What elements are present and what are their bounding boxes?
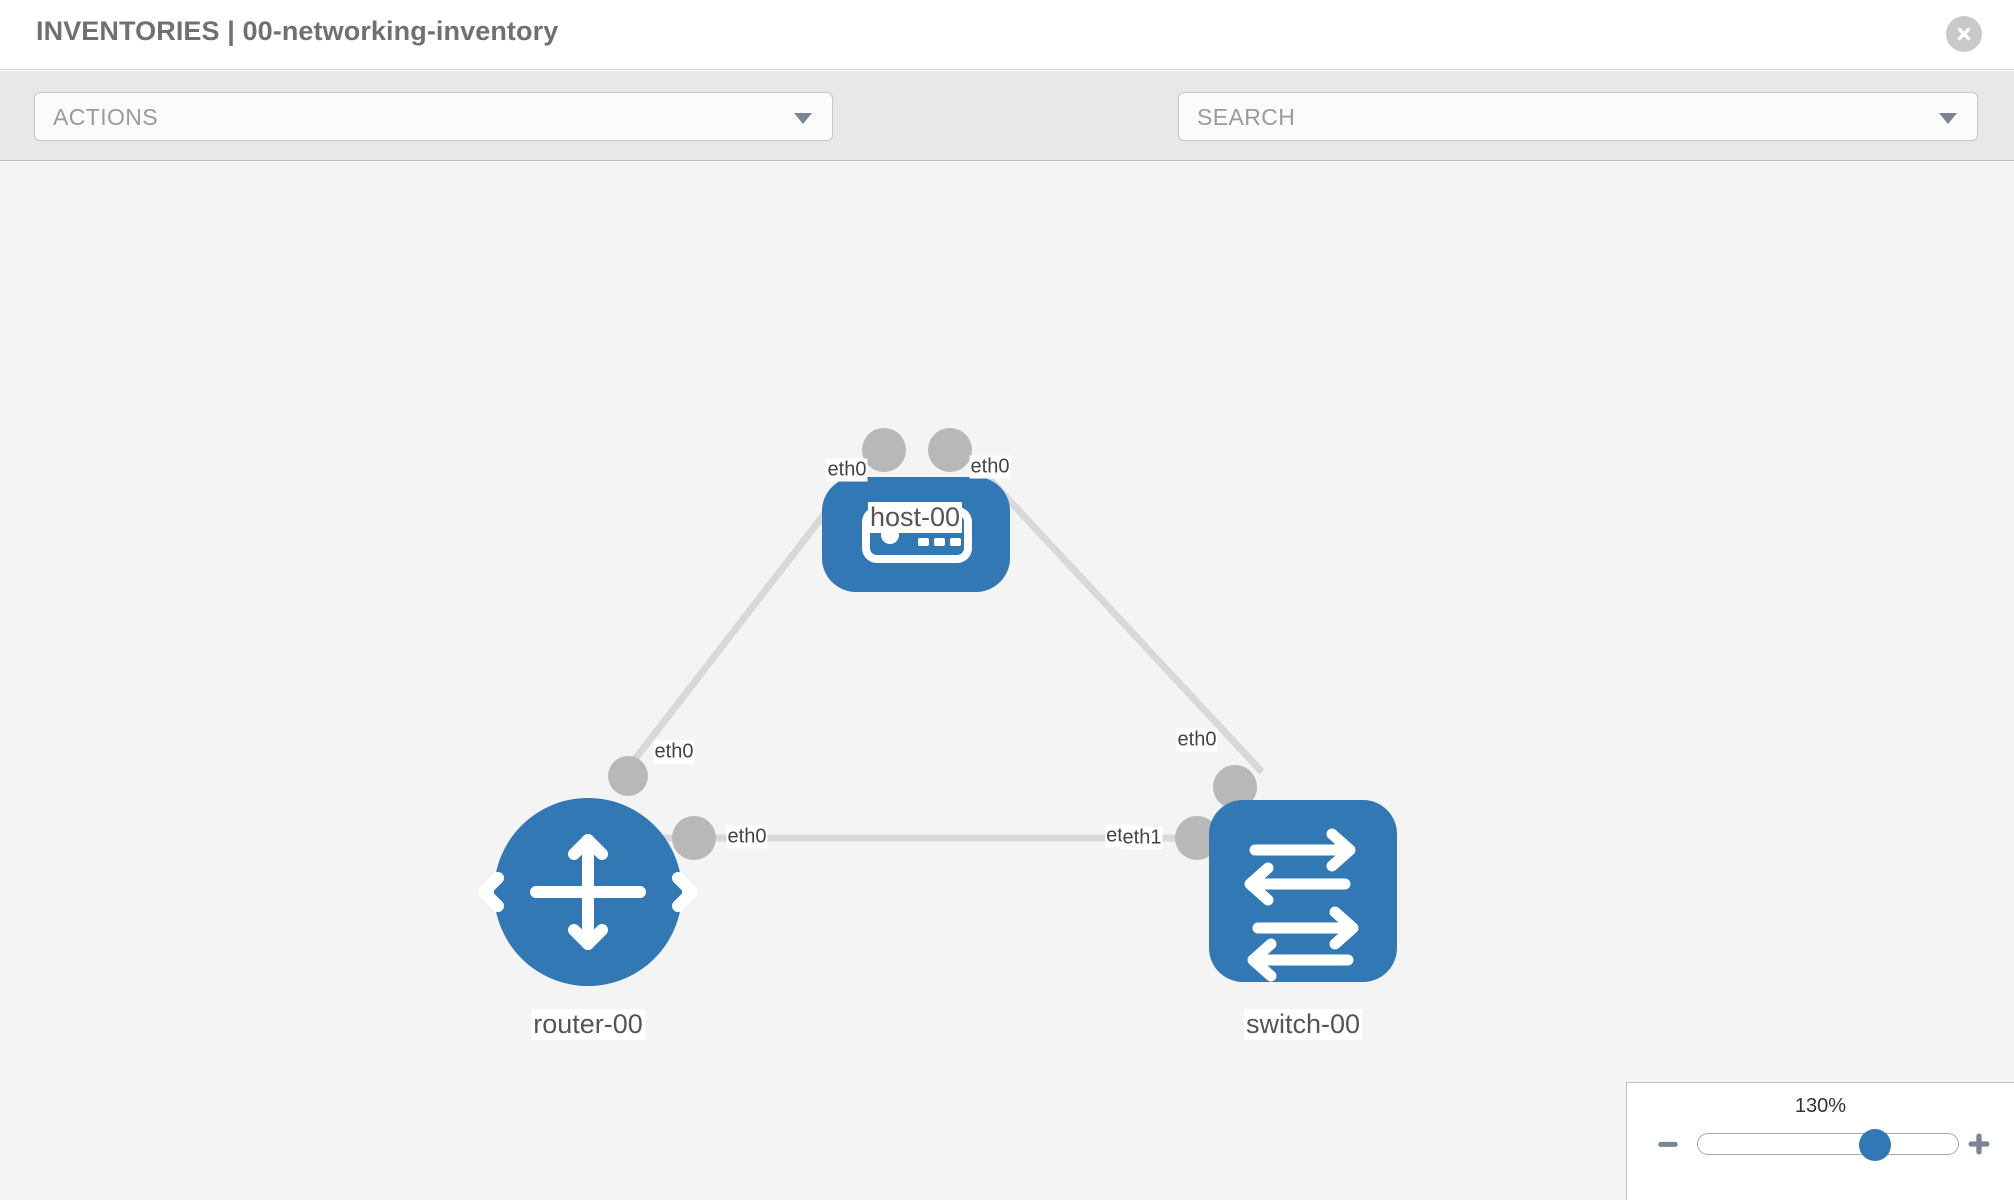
- zoom-control-panel: 130%: [1626, 1082, 2014, 1200]
- connector-router00-right: [672, 816, 716, 860]
- search-input[interactable]: SEARCH: [1178, 92, 1978, 141]
- interface-label: eth0: [1176, 728, 1218, 752]
- connector-switch00-left: [1175, 816, 1219, 860]
- node-switch-00[interactable]: [1209, 800, 1397, 982]
- search-placeholder: SEARCH: [1197, 104, 1296, 130]
- node-label-switch-00: switch-00: [1243, 1009, 1363, 1040]
- interface-label: eth0: [826, 458, 868, 482]
- zoom-level-value: 130%: [1794, 1095, 1847, 1117]
- node-label-host-00: host-00: [867, 502, 963, 533]
- zoom-slider-thumb[interactable]: [1858, 1129, 1891, 1161]
- node-label-router-00: router-00: [531, 1009, 645, 1040]
- node-host-00[interactable]: [822, 477, 1010, 592]
- zoom-in-button[interactable]: [1962, 1127, 1996, 1161]
- interface-label: eth0: [653, 740, 695, 764]
- connector-host00-right: [928, 428, 972, 472]
- connector-host00-left: [862, 428, 906, 472]
- interface-label: eth1: [1121, 826, 1163, 850]
- interface-label: eth0: [726, 825, 768, 849]
- zoom-slider[interactable]: [1697, 1129, 1959, 1161]
- actions-dropdown-label: ACTIONS: [53, 104, 159, 130]
- connector-router00-diag: [608, 756, 648, 796]
- close-icon[interactable]: [1946, 16, 1982, 52]
- interface-label: eth0: [969, 455, 1011, 479]
- connector-switch00-diag: [1213, 765, 1257, 809]
- page-header: INVENTORIES | 00-networking-inventory: [0, 0, 2014, 70]
- chevron-down-icon: [794, 113, 812, 124]
- node-router-00[interactable]: [478, 798, 698, 986]
- connectors-layer: [608, 428, 1257, 860]
- chevron-down-icon[interactable]: [1939, 113, 1957, 124]
- toolbar: ACTIONS SEARCH: [0, 71, 2014, 201]
- topology-graph: [478, 428, 1397, 986]
- topology-canvas[interactable]: host-00 router-00 switch-00 eth0 eth0 et…: [0, 162, 2014, 1200]
- actions-dropdown[interactable]: ACTIONS: [34, 92, 833, 141]
- page-title: INVENTORIES | 00-networking-inventory: [36, 16, 559, 46]
- zoom-out-button[interactable]: [1651, 1127, 1685, 1161]
